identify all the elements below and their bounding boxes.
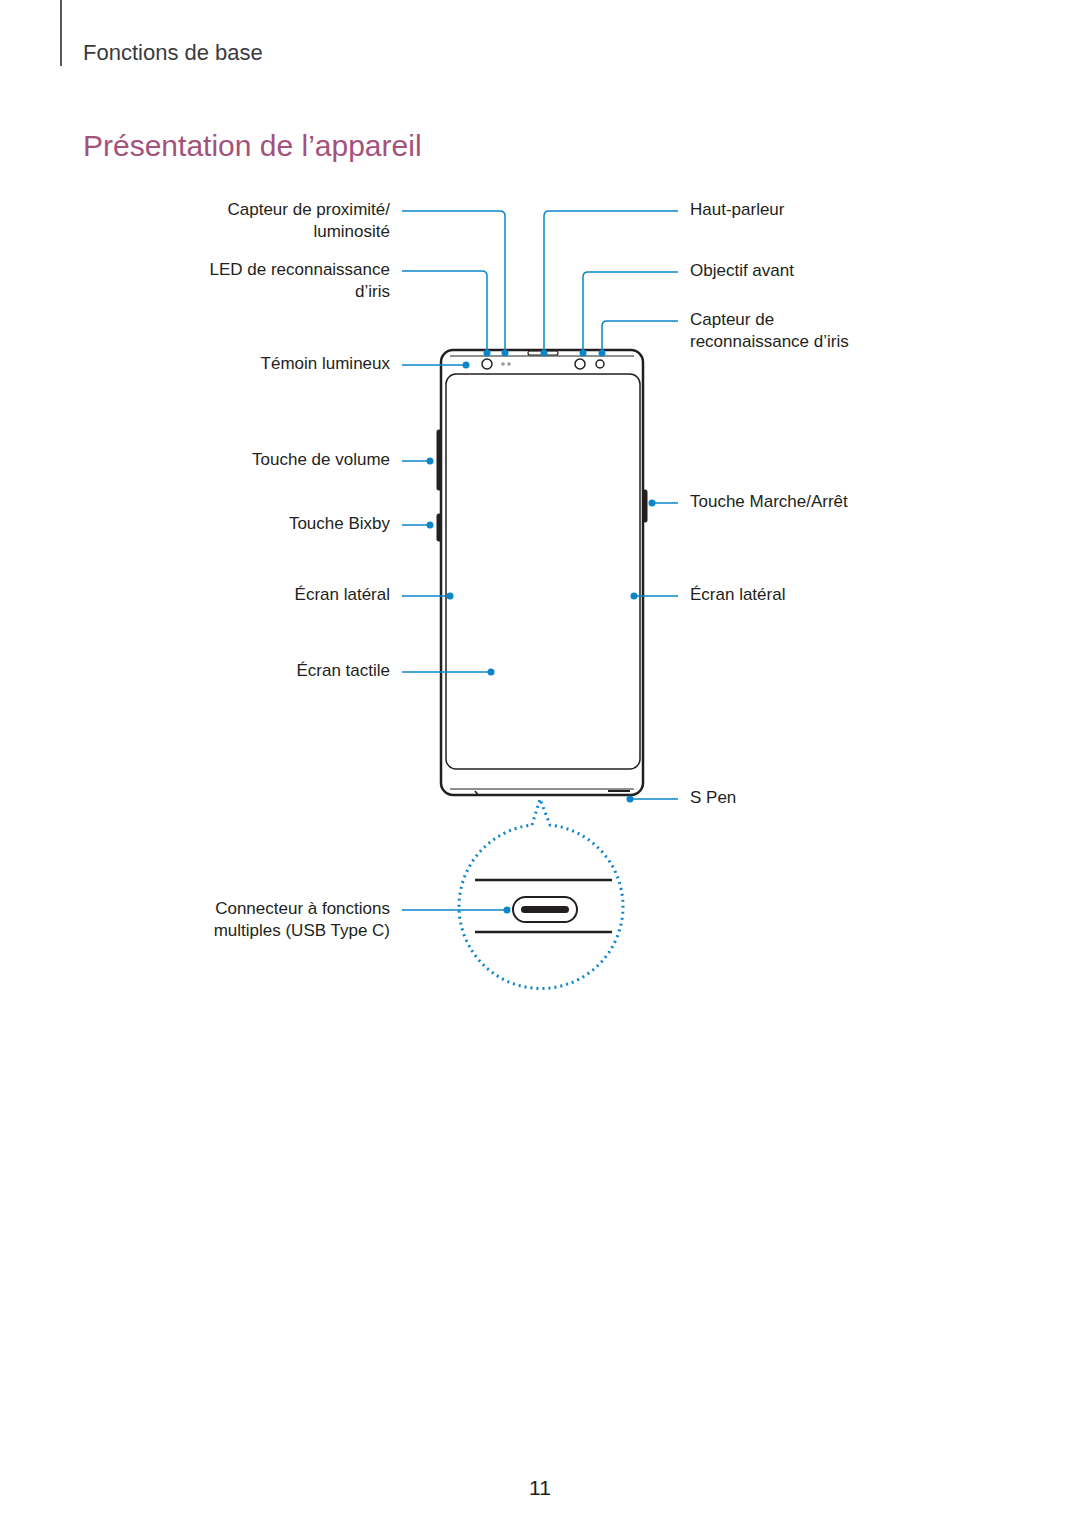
part-label: Capteur de proximité/ luminosité — [205, 199, 390, 243]
leader-dots — [427, 350, 656, 914]
part-label: Touche Bixby — [140, 513, 390, 535]
part-label: Écran latéral — [140, 584, 390, 606]
part-label: Objectif avant — [690, 260, 940, 282]
part-label: Connecteur à fonctions multiples (USB Ty… — [190, 898, 390, 942]
page-number: 11 — [500, 1474, 580, 1502]
section-header: Fonctions de base — [83, 38, 483, 68]
part-label: Touche de volume — [140, 449, 390, 471]
part-label: S Pen — [690, 787, 940, 809]
part-label: Capteur de reconnaissance d’iris — [690, 309, 868, 353]
usb-zoom — [459, 799, 623, 989]
page-title: Présentation de l’appareil — [83, 126, 783, 166]
part-label: LED de reconnaissance d’iris — [195, 259, 390, 303]
part-label: Écran latéral — [690, 584, 940, 606]
part-label: Haut-parleur — [690, 199, 940, 221]
leader-lines — [402, 211, 678, 910]
part-label: Touche Marche/Arrêt — [690, 491, 940, 513]
part-label: Témoin lumineux — [140, 353, 390, 375]
part-label: Écran tactile — [140, 660, 390, 682]
header-rule — [60, 0, 62, 66]
phone-body — [437, 350, 647, 795]
